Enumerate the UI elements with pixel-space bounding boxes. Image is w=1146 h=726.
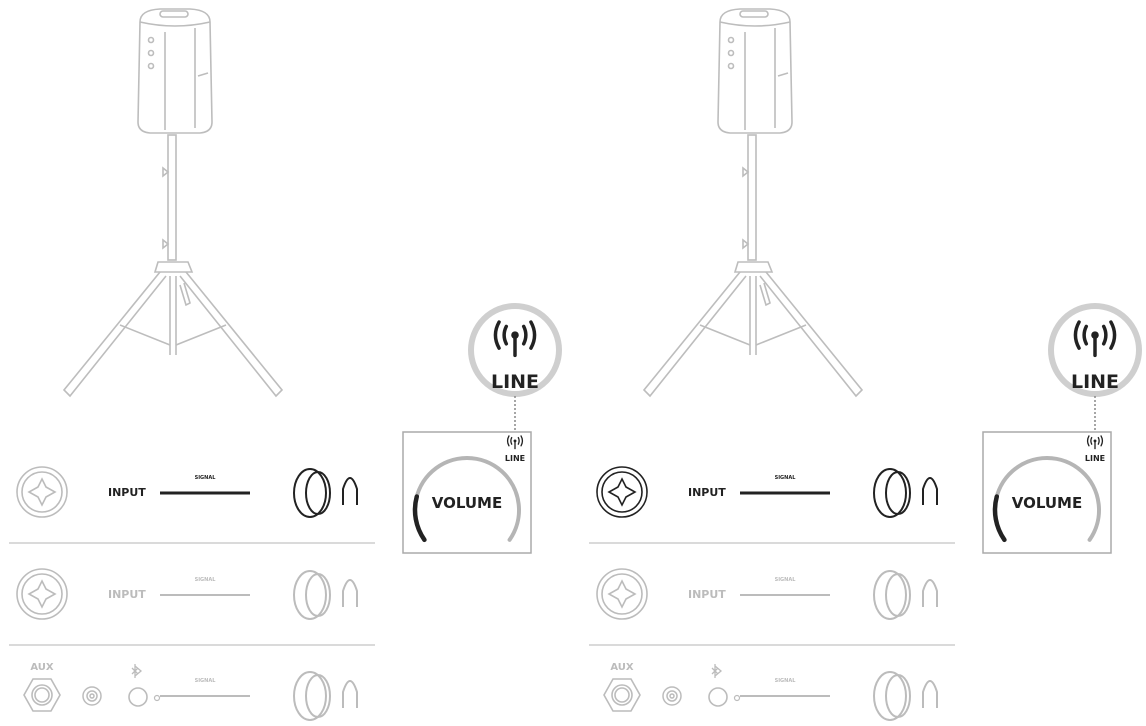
- volume-label[interactable]: VOLUME: [432, 494, 502, 512]
- volume-control-box: LINE VOLUME: [982, 431, 1112, 554]
- channel-trim-knob[interactable]: [293, 671, 358, 721]
- bluetooth-icon: [711, 664, 723, 678]
- bluetooth-button[interactable]: [128, 687, 148, 707]
- input-label: INPUT: [108, 588, 146, 601]
- speaker-on-tripod-stand: [62, 8, 284, 398]
- volume-level-indicator: [992, 494, 1007, 543]
- channel-row-2: INPUT SIGNAL: [16, 568, 358, 620]
- line-antenna-icon: [1073, 320, 1117, 358]
- bluetooth-status-led: [733, 694, 741, 702]
- speaker-panel-2: LINE LINE VOLUME INPUT SIGNAL INPUT SIGNAL…: [589, 8, 1142, 721]
- channel-trim-knob[interactable]: [293, 468, 358, 518]
- channel-row-2: INPUT SIGNAL: [596, 568, 938, 620]
- channel-row-3: AUX SIGNAL: [23, 662, 358, 721]
- xlr-combo-jack: [596, 568, 648, 620]
- signal-label: SIGNAL: [195, 475, 217, 481]
- channel-trim-knob[interactable]: [293, 570, 358, 620]
- bluetooth-button[interactable]: [708, 687, 728, 707]
- channel-trim-knob[interactable]: [873, 570, 938, 620]
- input-label: INPUT: [688, 486, 726, 499]
- volume-level-indicator: [412, 494, 427, 543]
- aux-label: AUX: [30, 662, 54, 673]
- input-label: INPUT: [108, 486, 146, 499]
- line-input-callout: LINE: [1048, 303, 1142, 432]
- channel-row-3: AUX SIGNAL: [603, 662, 938, 721]
- volume-control-box: LINE VOLUME: [402, 431, 532, 554]
- channel-trim-knob[interactable]: [873, 468, 938, 518]
- callout-line-label: LINE: [491, 371, 539, 393]
- aux-jack: [603, 678, 641, 712]
- input-label: INPUT: [688, 588, 726, 601]
- signal-label: SIGNAL: [775, 475, 797, 481]
- channel-trim-knob[interactable]: [873, 671, 938, 721]
- xlr-combo-jack: [596, 466, 648, 518]
- speaker-on-tripod-stand: [642, 8, 864, 398]
- xlr-combo-jack: [16, 466, 68, 518]
- channel-row-1: INPUT SIGNAL: [596, 466, 938, 518]
- volume-box-line-label: LINE: [505, 454, 525, 463]
- volume-label[interactable]: VOLUME: [1012, 494, 1082, 512]
- signal-label: SIGNAL: [775, 577, 797, 583]
- signal-label: SIGNAL: [195, 577, 217, 583]
- line-antenna-icon: [493, 320, 537, 358]
- line-antenna-icon: [1086, 435, 1104, 450]
- aux-jack: [23, 678, 61, 712]
- xlr-combo-jack: [16, 568, 68, 620]
- signal-label: SIGNAL: [195, 678, 217, 684]
- signal-label: SIGNAL: [775, 678, 797, 684]
- callout-line-label: LINE: [1071, 371, 1119, 393]
- usb-port-icon: [662, 686, 682, 706]
- line-antenna-icon: [506, 435, 524, 450]
- volume-box-line-label: LINE: [1085, 454, 1105, 463]
- bluetooth-status-led: [153, 694, 161, 702]
- usb-port-icon: [82, 686, 102, 706]
- channel-row-1: INPUT SIGNAL: [16, 466, 358, 518]
- aux-label: AUX: [610, 662, 634, 673]
- line-input-callout: LINE: [468, 303, 562, 432]
- speaker-panel-1: LINE LINE VOLUME INPUT SIGNAL INPUT SIGNAL…: [9, 8, 562, 721]
- bluetooth-icon: [131, 664, 143, 678]
